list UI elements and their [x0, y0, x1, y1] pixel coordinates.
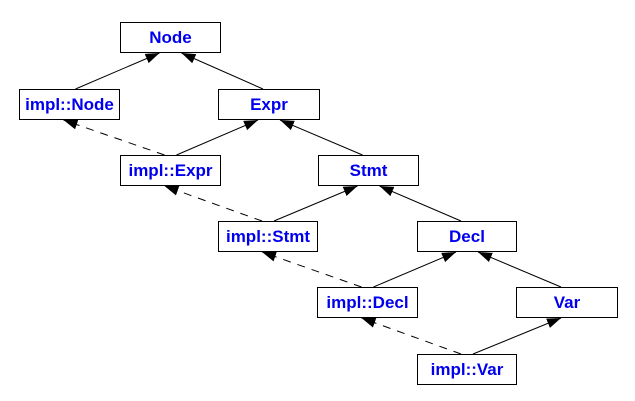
class-box-Var[interactable]: Var: [516, 287, 618, 318]
class-box-label: impl::Var: [430, 360, 504, 379]
edge-impl_Decl-Decl: [373, 251, 457, 288]
class-box-impl_Var[interactable]: impl::Var: [417, 354, 517, 385]
edge-impl_Node-Node: [75, 52, 160, 90]
class-box-label: Expr: [250, 95, 288, 114]
class-box-label: impl::Node: [25, 95, 114, 114]
class-box-impl_Stmt[interactable]: impl::Stmt: [218, 221, 318, 252]
class-box-label: impl::Decl: [326, 293, 409, 312]
edge-Decl-Stmt: [379, 185, 462, 222]
edge-impl_Expr-impl_Node: [63, 119, 165, 156]
edge-Var-Decl: [477, 251, 562, 288]
edge-impl_Stmt-Stmt: [273, 185, 358, 222]
class-box-label: impl::Stmt: [225, 227, 311, 246]
class-box-label: Var: [553, 293, 581, 312]
edges-group: [63, 52, 562, 355]
class-box-impl_Expr[interactable]: impl::Expr: [120, 155, 221, 186]
class-box-label: impl::Expr: [128, 161, 213, 180]
edge-impl_Stmt-impl_Expr: [164, 185, 263, 222]
class-box-Expr[interactable]: Expr: [218, 89, 320, 120]
class-box-Decl[interactable]: Decl: [417, 221, 517, 252]
class-box-label: Stmt: [349, 161, 388, 180]
edge-impl_Var-Var: [472, 317, 562, 355]
edge-impl_Decl-impl_Stmt: [261, 251, 362, 288]
edge-Stmt-Expr: [279, 119, 363, 156]
class-box-impl_Decl[interactable]: impl::Decl: [317, 287, 418, 318]
edge-impl_Var-impl_Decl: [361, 317, 462, 355]
class-box-impl_Node[interactable]: impl::Node: [19, 89, 120, 120]
class-box-Node[interactable]: Node: [120, 22, 221, 53]
class-box-Stmt[interactable]: Stmt: [318, 155, 419, 186]
class-box-label: Decl: [449, 227, 485, 246]
edge-Expr-Node: [181, 52, 264, 90]
edge-impl_Expr-Expr: [176, 119, 259, 156]
class-box-label: Node: [149, 28, 192, 47]
